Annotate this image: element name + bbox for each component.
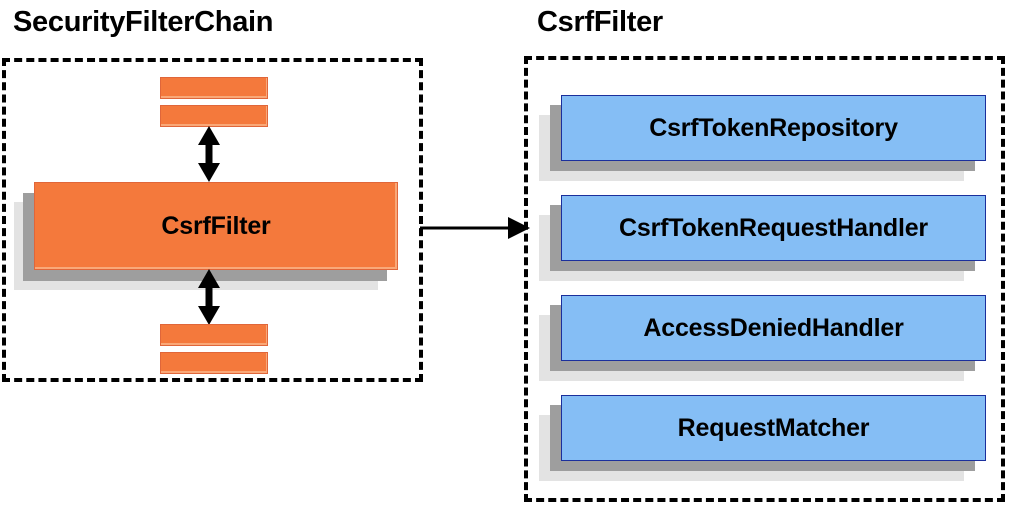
box-label-csrf-token-request-handler: CsrfTokenRequestHandler — [619, 214, 928, 242]
box-face: CsrfFilter — [34, 182, 398, 270]
box-face: RequestMatcher — [561, 395, 986, 461]
box-face: AccessDeniedHandler — [561, 295, 986, 361]
box-csrf-filter[interactable]: CsrfFilter — [14, 182, 398, 290]
box-label-csrf-filter: CsrfFilter — [161, 212, 271, 240]
box-label-access-denied-handler: AccessDeniedHandler — [643, 314, 904, 342]
arrow-csrffilter-to-detail-icon — [420, 217, 530, 239]
double-arrow-chain-below-icon — [198, 269, 220, 325]
box-label-request-matcher: RequestMatcher — [677, 414, 870, 442]
filter-stub-bar-below-2 — [160, 352, 268, 374]
panel-title-security-filter-chain: SecurityFilterChain — [13, 6, 274, 38]
panel-csrf-filter — [524, 56, 1005, 502]
box-csrf-token-repository[interactable]: CsrfTokenRepository — [539, 95, 986, 181]
box-label-csrf-token-repository: CsrfTokenRepository — [649, 114, 898, 142]
filter-stub-bar-above-2 — [160, 105, 268, 127]
box-request-matcher[interactable]: RequestMatcher — [539, 395, 986, 481]
box-csrf-token-request-handler[interactable]: CsrfTokenRequestHandler — [539, 195, 986, 281]
panel-title-csrf-filter: CsrfFilter — [537, 6, 663, 38]
box-face: CsrfTokenRepository — [561, 95, 986, 161]
box-access-denied-handler[interactable]: AccessDeniedHandler — [539, 295, 986, 381]
panel-security-filter-chain — [2, 58, 423, 382]
filter-stub-bar-below-1 — [160, 324, 268, 346]
filter-stub-bar-above-1 — [160, 77, 268, 99]
double-arrow-chain-above-icon — [198, 126, 220, 182]
box-face: CsrfTokenRequestHandler — [561, 195, 986, 261]
